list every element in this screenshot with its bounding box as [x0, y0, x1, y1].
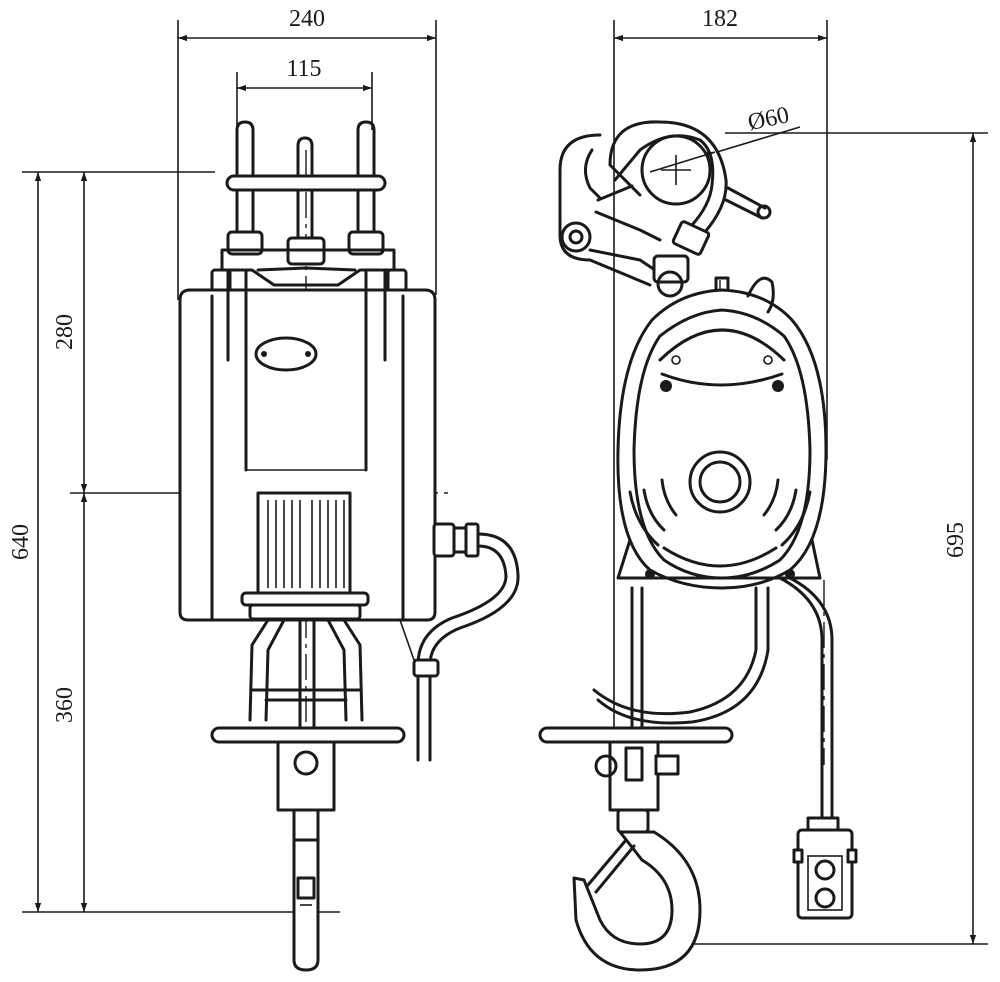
dimension-labels: 240 115 182 Ø60 280 640 360 695: [8, 6, 969, 723]
dim-side-depth: 182: [702, 6, 738, 32]
dim-total-height-front: 640: [8, 524, 34, 560]
dim-upper-height: 280: [52, 314, 78, 350]
side-view: [538, 120, 858, 972]
dimension-lines: [22, 20, 988, 945]
dim-lower-height: 360: [52, 687, 78, 723]
dim-total-height-side: 695: [943, 522, 969, 558]
front-view: [160, 120, 520, 972]
dim-front-width: 240: [289, 6, 325, 32]
dim-hanger-spacing: 115: [286, 56, 321, 82]
